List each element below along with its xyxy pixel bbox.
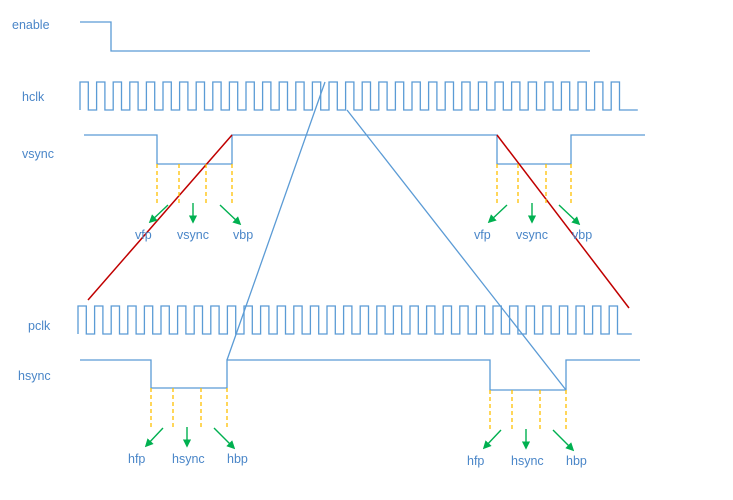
- hbp-text: hbp: [227, 452, 248, 466]
- hfp-text: hfp: [467, 454, 484, 468]
- expansion-line-left: [226, 81, 326, 361]
- enable-waveform: [80, 21, 590, 52]
- vbp-arrow: [558, 204, 581, 226]
- enable-label: enable: [12, 18, 50, 32]
- hbp-arrow: [552, 429, 575, 452]
- hfp-arrow: [144, 427, 164, 448]
- hbp-arrow: [213, 427, 236, 450]
- hclk-waveform: [79, 81, 638, 111]
- hsync-waveform: [80, 359, 640, 391]
- hfp-arrow: [482, 429, 502, 450]
- hclk-label: hclk: [22, 90, 45, 104]
- vsync-expansion-red-right: [496, 134, 630, 309]
- hsync-label: hsync: [18, 369, 51, 383]
- vbp-text: vbp: [233, 228, 253, 242]
- pclk-waveform: [77, 305, 632, 335]
- hsync-text: hsync: [511, 454, 544, 468]
- vbp-arrow: [219, 204, 242, 226]
- vfp-text: vfp: [474, 228, 491, 242]
- hbp-text: hbp: [566, 454, 587, 468]
- hfp-text: hfp: [128, 452, 145, 466]
- vsync-waveform: [84, 134, 645, 165]
- vfp-arrow: [487, 204, 508, 224]
- vfp-arrow: [148, 204, 169, 224]
- vbp-text: vbp: [572, 228, 592, 242]
- vsync-label: vsync: [22, 147, 54, 161]
- hsync-text: hsync: [172, 452, 205, 466]
- pclk-label: pclk: [28, 319, 51, 333]
- vsync-text: vsync: [177, 228, 209, 242]
- expansion-line-right: [346, 109, 567, 391]
- vfp-text: vfp: [135, 228, 152, 242]
- vsync-text: vsync: [516, 228, 548, 242]
- vsync-expansion-red-left: [87, 134, 233, 301]
